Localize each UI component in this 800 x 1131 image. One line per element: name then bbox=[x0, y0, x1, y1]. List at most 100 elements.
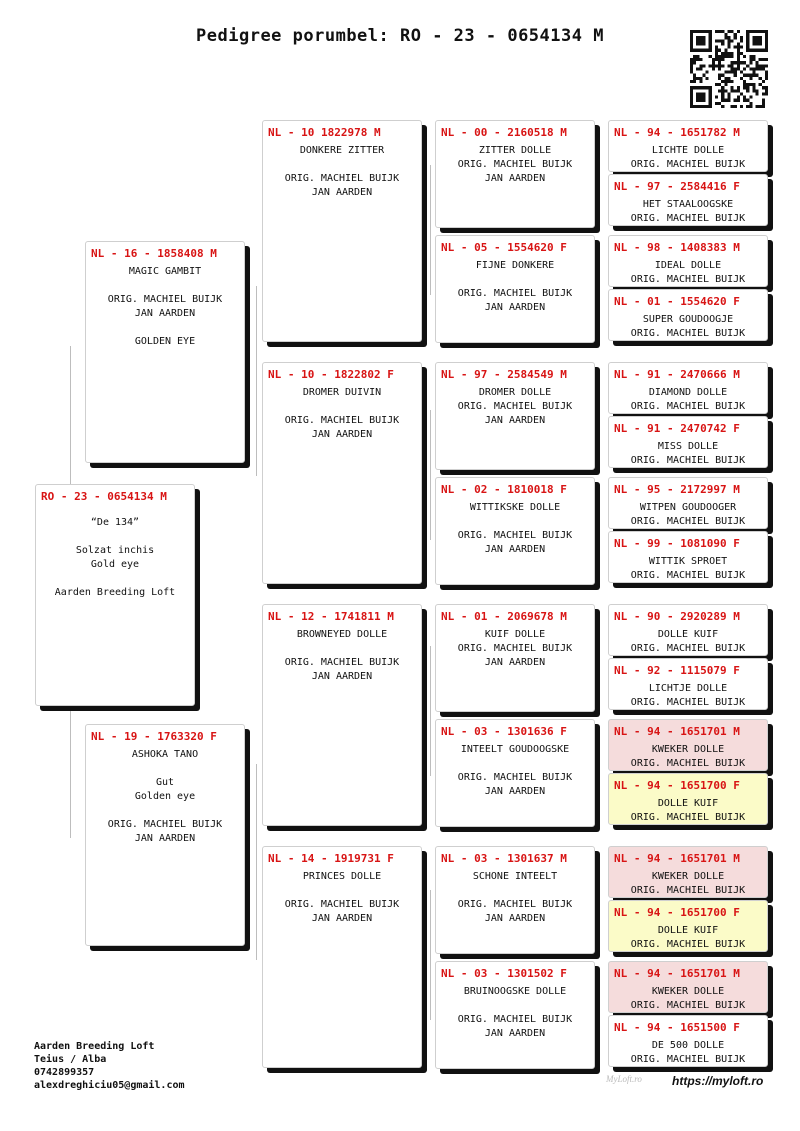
ring-number: RO - 23 - 0654134 M bbox=[41, 490, 167, 503]
ring-number: NL - 94 - 1651701 M bbox=[614, 967, 740, 980]
connector-line bbox=[430, 646, 431, 776]
pedigree-card-g4: NL - 94 - 1651782 M LICHTE DOLLE ORIG. M… bbox=[608, 120, 768, 172]
pigeon-info: ASHOKA TANO Gut Golden eye ORIG. MACHIEL… bbox=[107, 749, 223, 844]
ring-number: NL - 14 - 1919731 F bbox=[268, 852, 394, 865]
pigeon-info: WITTIK SPROET ORIG. MACHIEL BUIJK bbox=[630, 556, 746, 581]
pedigree-card-g4: NL - 94 - 1651701 M KWEKER DOLLE ORIG. M… bbox=[608, 961, 768, 1013]
pigeon-info: MAGIC GAMBIT ORIG. MACHIEL BUIJK JAN AAR… bbox=[107, 266, 223, 347]
pigeon-info: KUIF DOLLE ORIG. MACHIEL BUIJK JAN AARDE… bbox=[457, 629, 573, 668]
ring-number: NL - 94 - 1651700 F bbox=[614, 779, 740, 792]
pigeon-info: DOLLE KUIF ORIG. MACHIEL BUIJK bbox=[630, 629, 746, 654]
myloft-logo: MyLoft.ro bbox=[606, 1074, 642, 1084]
pigeon-info: SUPER GOUDOOGJE ORIG. MACHIEL BUIJK bbox=[630, 314, 746, 339]
ring-number: NL - 19 - 1763320 F bbox=[91, 730, 217, 743]
pedigree-card-g4: NL - 92 - 1115079 F LICHTJE DOLLE ORIG. … bbox=[608, 658, 768, 710]
pigeon-info: HET STAALOOGSKE ORIG. MACHIEL BUIJK bbox=[630, 199, 746, 224]
pigeon-info: DE 500 DOLLE ORIG. MACHIEL BUIJK bbox=[630, 1040, 746, 1065]
ring-number: NL - 02 - 1810018 F bbox=[441, 483, 567, 496]
footer-email: alexdreghiciu05@gmail.com bbox=[34, 1080, 185, 1091]
ring-number: NL - 10 - 1822802 F bbox=[268, 368, 394, 381]
pigeon-info: “De 134” Solzat inchis Gold eye Aarden B… bbox=[54, 517, 176, 598]
qr-code bbox=[690, 30, 768, 112]
pedigree-card-g4: NL - 94 - 1651700 F DOLLE KUIF ORIG. MAC… bbox=[608, 900, 768, 952]
ring-number: NL - 98 - 1408383 M bbox=[614, 241, 740, 254]
pigeon-info: FIJNE DONKERE ORIG. MACHIEL BUIJK JAN AA… bbox=[457, 260, 573, 313]
ring-number: NL - 99 - 1081090 F bbox=[614, 537, 740, 550]
ring-number: NL - 92 - 1115079 F bbox=[614, 664, 740, 677]
pigeon-info: WITTIKSKE DOLLE ORIG. MACHIEL BUIJK JAN … bbox=[457, 502, 573, 555]
connector-line bbox=[256, 286, 257, 476]
footer-contact: Aarden Breeding Loft Teius / Alba 074289… bbox=[34, 1040, 185, 1092]
pedigree-card-g4: NL - 94 - 1651700 F DOLLE KUIF ORIG. MAC… bbox=[608, 773, 768, 825]
pigeon-info: MISS DOLLE ORIG. MACHIEL BUIJK bbox=[630, 441, 746, 466]
pedigree-card-great-grandparent: NL - 00 - 2160518 M ZITTER DOLLE ORIG. M… bbox=[435, 120, 595, 228]
pedigree-card-g4: NL - 97 - 2584416 F HET STAALOOGSKE ORIG… bbox=[608, 174, 768, 226]
ring-number: NL - 10 1822978 M bbox=[268, 126, 381, 139]
ring-number: NL - 91 - 2470742 F bbox=[614, 422, 740, 435]
pigeon-info: DONKERE ZITTER ORIG. MACHIEL BUIJK JAN A… bbox=[284, 145, 400, 198]
ring-number: NL - 03 - 1301637 M bbox=[441, 852, 567, 865]
pigeon-info: LICHTE DOLLE ORIG. MACHIEL BUIJK bbox=[630, 145, 746, 170]
pedigree-card-dam: NL - 19 - 1763320 F ASHOKA TANO Gut Gold… bbox=[85, 724, 245, 946]
connector-line bbox=[256, 764, 257, 960]
pigeon-info: DROMER DUIVIN ORIG. MACHIEL BUIJK JAN AA… bbox=[284, 387, 400, 440]
pedigree-card-great-grandparent: NL - 02 - 1810018 F WITTIKSKE DOLLE ORIG… bbox=[435, 477, 595, 585]
pedigree-card-great-grandparent: NL - 03 - 1301636 F INTEELT GOUDOOGSKE O… bbox=[435, 719, 595, 827]
pigeon-info: INTEELT GOUDOOGSKE ORIG. MACHIEL BUIJK J… bbox=[457, 744, 573, 797]
pedigree-card-great-grandparent: NL - 97 - 2584549 M DROMER DOLLE ORIG. M… bbox=[435, 362, 595, 470]
pigeon-info: DOLLE KUIF ORIG. MACHIEL BUIJK bbox=[630, 798, 746, 823]
ring-number: NL - 16 - 1858408 M bbox=[91, 247, 217, 260]
pigeon-info: KWEKER DOLLE ORIG. MACHIEL BUIJK bbox=[630, 871, 746, 896]
ring-number: NL - 00 - 2160518 M bbox=[441, 126, 567, 139]
ring-number: NL - 91 - 2470666 M bbox=[614, 368, 740, 381]
pigeon-info: ZITTER DOLLE ORIG. MACHIEL BUIJK JAN AAR… bbox=[457, 145, 573, 184]
website-link[interactable]: https://myloft.ro bbox=[672, 1074, 764, 1088]
pigeon-info: IDEAL DOLLE ORIG. MACHIEL BUIJK bbox=[630, 260, 746, 285]
ring-number: NL - 97 - 2584416 F bbox=[614, 180, 740, 193]
pigeon-info: SCHONE INTEELT ORIG. MACHIEL BUIJK JAN A… bbox=[457, 871, 573, 924]
pedigree-card-grandparent: NL - 10 - 1822802 F DROMER DUIVIN ORIG. … bbox=[262, 362, 422, 584]
pigeon-info: BRUINOOGSKE DOLLE ORIG. MACHIEL BUIJK JA… bbox=[457, 986, 573, 1039]
pedigree-card-great-grandparent: NL - 03 - 1301502 F BRUINOOGSKE DOLLE OR… bbox=[435, 961, 595, 1069]
pedigree-card-grandparent: NL - 10 1822978 M DONKERE ZITTER ORIG. M… bbox=[262, 120, 422, 342]
footer-location: Teius / Alba bbox=[34, 1054, 107, 1065]
connector-line bbox=[430, 890, 431, 1020]
ring-number: NL - 94 - 1651701 M bbox=[614, 725, 740, 738]
pedigree-card-great-grandparent: NL - 01 - 2069678 M KUIF DOLLE ORIG. MAC… bbox=[435, 604, 595, 712]
footer-loft-name: Aarden Breeding Loft bbox=[34, 1041, 155, 1052]
pedigree-card-grandparent: NL - 12 - 1741811 M BROWNEYED DOLLE ORIG… bbox=[262, 604, 422, 826]
pedigree-card-g4: NL - 01 - 1554620 F SUPER GOUDOOGJE ORIG… bbox=[608, 289, 768, 341]
pedigree-card-g4: NL - 90 - 2920289 M DOLLE KUIF ORIG. MAC… bbox=[608, 604, 768, 656]
pedigree-card-sire: NL - 16 - 1858408 M MAGIC GAMBIT ORIG. M… bbox=[85, 241, 245, 463]
pedigree-card-subject: RO - 23 - 0654134 M “De 134” Solzat inch… bbox=[35, 484, 195, 706]
pedigree-card-g4: NL - 95 - 2172997 M WITPEN GOUDOOGER ORI… bbox=[608, 477, 768, 529]
ring-number: NL - 97 - 2584549 M bbox=[441, 368, 567, 381]
ring-number: NL - 12 - 1741811 M bbox=[268, 610, 394, 623]
ring-number: NL - 01 - 1554620 F bbox=[614, 295, 740, 308]
pedigree-card-g4: NL - 91 - 2470666 M DIAMOND DOLLE ORIG. … bbox=[608, 362, 768, 414]
pigeon-info: KWEKER DOLLE ORIG. MACHIEL BUIJK bbox=[630, 986, 746, 1011]
pigeon-info: KWEKER DOLLE ORIG. MACHIEL BUIJK bbox=[630, 744, 746, 769]
pedigree-card-g4: NL - 94 - 1651701 M KWEKER DOLLE ORIG. M… bbox=[608, 719, 768, 771]
pedigree-card-great-grandparent: NL - 03 - 1301637 M SCHONE INTEELT ORIG.… bbox=[435, 846, 595, 954]
pigeon-info: DROMER DOLLE ORIG. MACHIEL BUIJK JAN AAR… bbox=[457, 387, 573, 426]
pedigree-card-great-grandparent: NL - 05 - 1554620 F FIJNE DONKERE ORIG. … bbox=[435, 235, 595, 343]
footer-phone: 0742899357 bbox=[34, 1067, 95, 1078]
ring-number: NL - 94 - 1651701 M bbox=[614, 852, 740, 865]
ring-number: NL - 01 - 2069678 M bbox=[441, 610, 567, 623]
pedigree-card-g4: NL - 99 - 1081090 F WITTIK SPROET ORIG. … bbox=[608, 531, 768, 583]
pedigree-card-g4: NL - 98 - 1408383 M IDEAL DOLLE ORIG. MA… bbox=[608, 235, 768, 287]
pedigree-card-g4: NL - 94 - 1651701 M KWEKER DOLLE ORIG. M… bbox=[608, 846, 768, 898]
ring-number: NL - 90 - 2920289 M bbox=[614, 610, 740, 623]
ring-number: NL - 94 - 1651700 F bbox=[614, 906, 740, 919]
connector-line bbox=[430, 410, 431, 540]
pigeon-info: DOLLE KUIF ORIG. MACHIEL BUIJK bbox=[630, 925, 746, 950]
pigeon-info: PRINCES DOLLE ORIG. MACHIEL BUIJK JAN AA… bbox=[284, 871, 400, 924]
ring-number: NL - 03 - 1301636 F bbox=[441, 725, 567, 738]
pedigree-card-g4: NL - 91 - 2470742 F MISS DOLLE ORIG. MAC… bbox=[608, 416, 768, 468]
ring-number: NL - 05 - 1554620 F bbox=[441, 241, 567, 254]
pigeon-info: DIAMOND DOLLE ORIG. MACHIEL BUIJK bbox=[630, 387, 746, 412]
page-title: Pedigree porumbel: RO - 23 - 0654134 M bbox=[196, 26, 604, 46]
ring-number: NL - 03 - 1301502 F bbox=[441, 967, 567, 980]
pedigree-card-grandparent: NL - 14 - 1919731 F PRINCES DOLLE ORIG. … bbox=[262, 846, 422, 1068]
